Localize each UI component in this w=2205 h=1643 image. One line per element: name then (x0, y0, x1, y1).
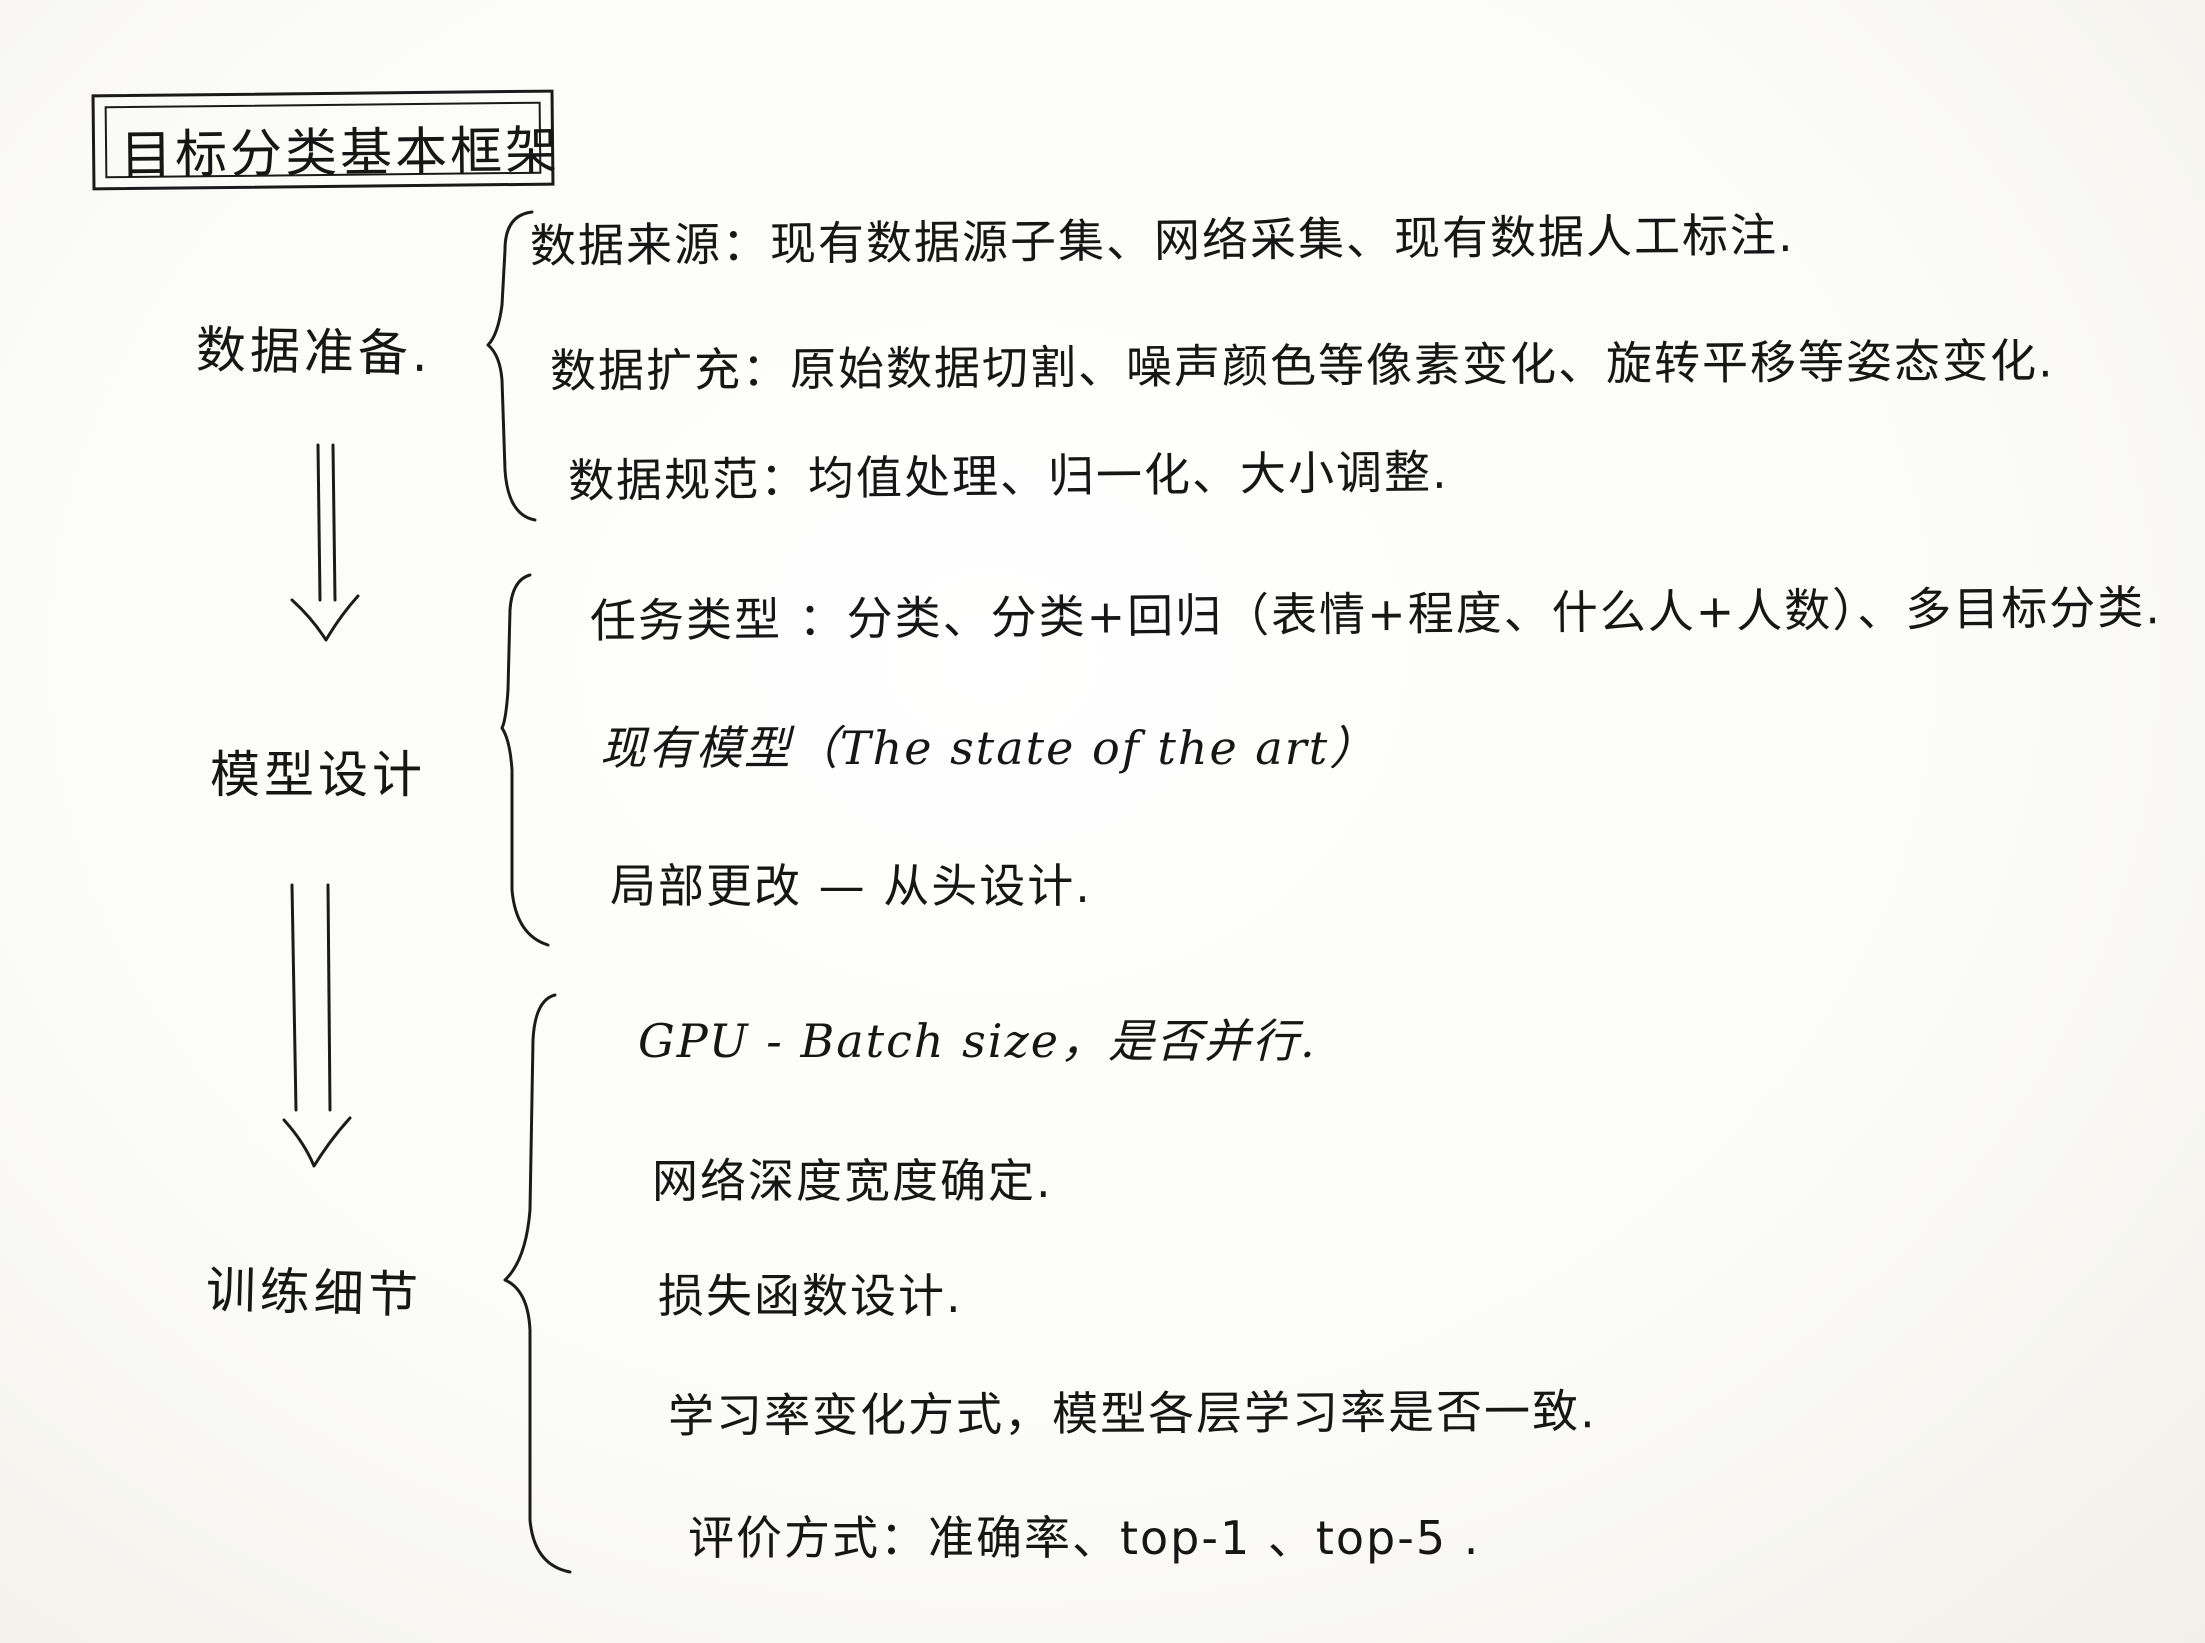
curly-brace (500, 573, 550, 947)
model-design-item: 任务类型 ：分类、分类+回归（表情+程度、什么人+人数）、多目标分类. (589, 580, 2163, 648)
stage-label-training-details: 训练细节 (205, 1261, 423, 1325)
data-prep-item: 数据来源：现有数据源子集、网络采集、现有数据人工标注. (529, 207, 1795, 273)
model-design-item: 局部更改 — 从头设计. (610, 859, 1092, 913)
double-down-arrow-icon (290, 443, 360, 642)
data-prep-item: 数据扩充：原始数据切割、噪声颜色等像素变化、旋转平移等姿态变化. (549, 333, 2055, 398)
training-details-item: 网络深度宽度确定. (652, 1154, 1053, 1208)
curly-brace (503, 993, 572, 1574)
page-title: 目标分类基本框架 (119, 121, 561, 186)
training-details-item: 损失函数设计. (658, 1269, 963, 1323)
training-details-item: 学习率变化方式，模型各层学习率是否一致. (667, 1384, 1597, 1443)
stage-label-model-design: 模型设计 (210, 746, 426, 804)
model-design-item: 现有模型（The state of the art） (600, 721, 1378, 775)
training-details-item: GPU - Batch size，是否并行. (638, 1014, 1317, 1068)
training-details-item: 评价方式：准确率、top-1 、top-5 . (688, 1511, 1481, 1565)
data-prep-item: 数据规范：均值处理、归一化、大小调整. (567, 444, 1449, 508)
stage-label-data-prep: 数据准备. (195, 321, 433, 384)
curly-brace (486, 210, 537, 522)
double-down-arrow-icon (282, 883, 352, 1168)
